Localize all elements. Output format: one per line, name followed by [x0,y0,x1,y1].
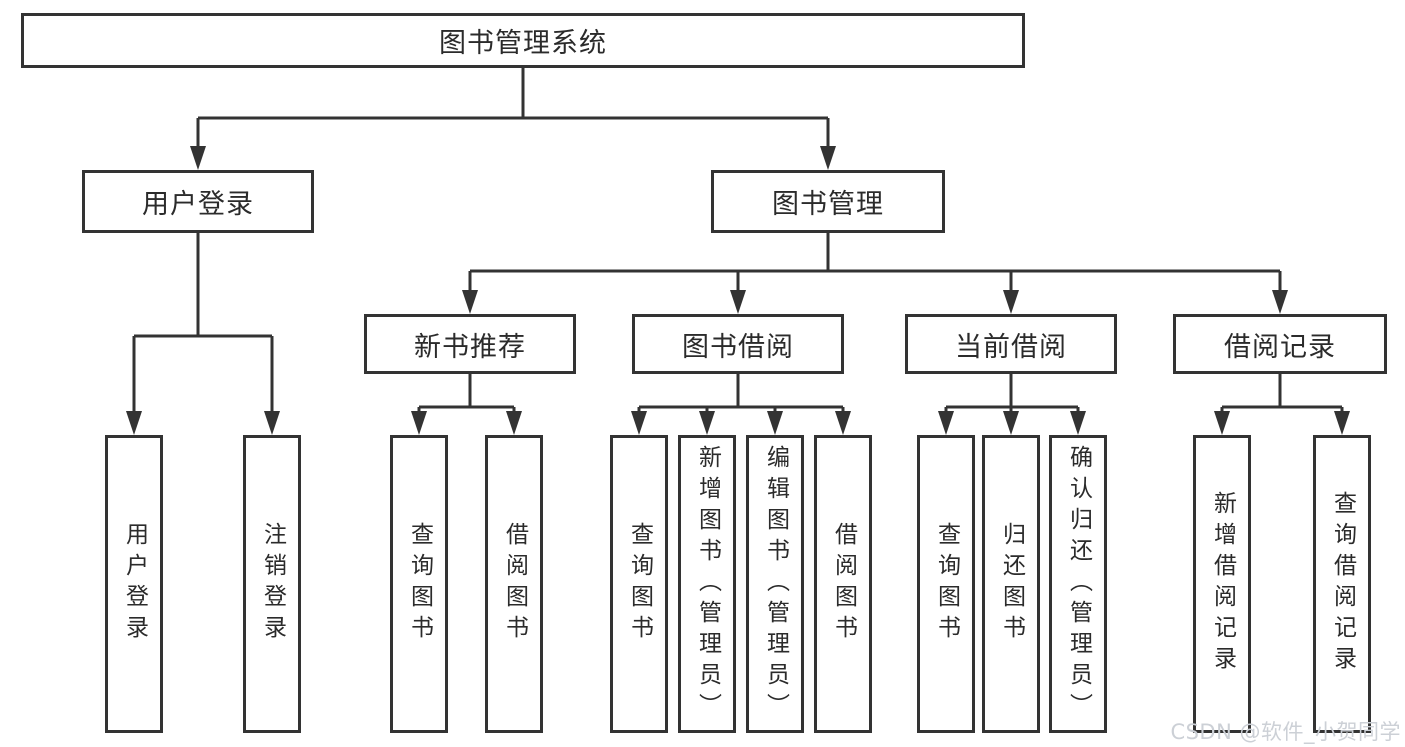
node-leaf-confirm-return-admin: 确认归还（管理员） [1049,435,1107,733]
node-label: 查询借阅记录 [1329,491,1356,677]
node-leaf-query-books-current: 查询图书 [917,435,975,733]
node-borrowing-records: 借阅记录 [1173,314,1387,374]
connector-book-mgmt-to-level3 [462,233,1288,314]
node-label: 用户登录 [142,189,254,220]
node-label: 查询图书 [626,522,653,646]
node-label: 借阅图书 [501,522,528,646]
node-leaf-return-books: 归还图书 [982,435,1040,733]
connector-book-borrow-to-leaves [631,374,851,435]
node-label: 图书管理系统 [439,28,607,59]
csdn-watermark: CSDN @软件_小贺同学 [1170,720,1401,744]
node-label: 图书管理 [772,189,884,220]
node-label: 编辑图书（管理员） [762,444,789,724]
node-new-book-recommend: 新书推荐 [364,314,576,374]
node-leaf-borrow-books: 借阅图书 [814,435,872,733]
node-book-borrowing: 图书借阅 [632,314,844,374]
node-label: 新增图书（管理员） [694,444,721,724]
node-leaf-logout: 注销登录 [243,435,301,733]
node-leaf-user-login: 用户登录 [105,435,163,733]
node-user-login: 用户登录 [82,170,314,233]
node-label: 确认归还（管理员） [1065,444,1092,724]
node-leaf-query-books-recommend: 查询图书 [390,435,448,733]
connector-current-borrow-to-leaves [938,374,1086,435]
node-label: 查询图书 [406,522,433,646]
connector-user-login-to-leaves [126,233,280,435]
node-label: 图书借阅 [682,331,794,363]
node-leaf-query-borrow-record: 查询借阅记录 [1313,435,1371,733]
node-leaf-borrow-books-recommend: 借阅图书 [485,435,543,733]
node-root-book-management-system: 图书管理系统 [21,13,1025,68]
connector-borrow-record-to-leaves [1214,374,1350,435]
node-label: 新增借阅记录 [1209,491,1236,677]
node-book-management: 图书管理 [711,170,945,233]
node-leaf-query-books-borrow: 查询图书 [610,435,668,733]
node-label: 新书推荐 [414,331,526,363]
node-leaf-add-borrow-record: 新增借阅记录 [1193,435,1251,733]
node-label: 查询图书 [933,522,960,646]
node-label: 归还图书 [998,522,1025,646]
node-label: 用户登录 [121,522,148,646]
node-leaf-add-books-admin: 新增图书（管理员） [678,435,736,733]
node-label: 当前借阅 [955,331,1067,363]
connector-root-to-level2 [190,68,836,170]
node-current-borrowing: 当前借阅 [905,314,1117,374]
connector-new-book-rec-to-leaves [411,374,522,435]
node-label: 借阅图书 [830,522,857,646]
node-label: 注销登录 [259,522,286,646]
node-leaf-edit-books-admin: 编辑图书（管理员） [746,435,804,733]
node-label: 借阅记录 [1224,331,1336,363]
